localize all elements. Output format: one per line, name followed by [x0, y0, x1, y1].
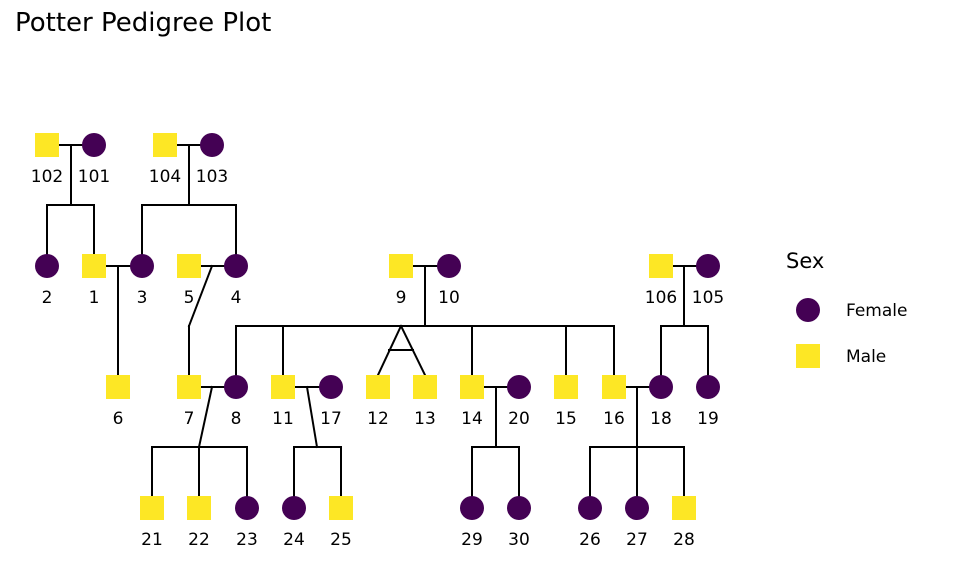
- individual-label-19: 19: [697, 409, 719, 429]
- individual-103-female: [200, 133, 224, 157]
- individual-label-17: 17: [320, 409, 342, 429]
- relation-line: [305, 385, 319, 449]
- relation-line: [187, 264, 214, 328]
- individual-22-male: [187, 496, 211, 520]
- individual-label-3: 3: [137, 288, 148, 308]
- individual-26-female: [578, 496, 602, 520]
- individual-label-4: 4: [231, 288, 242, 308]
- individual-label-1: 1: [89, 288, 100, 308]
- individual-7-male: [177, 375, 201, 399]
- individual-28-male: [672, 496, 696, 520]
- individual-6-male: [106, 375, 130, 399]
- pedigree-lines: [46, 144, 709, 497]
- individual-10-female: [437, 254, 461, 278]
- individual-label-28: 28: [673, 530, 695, 550]
- individual-label-30: 30: [508, 530, 530, 550]
- individual-105-female: [696, 254, 720, 278]
- individual-101-female: [82, 133, 106, 157]
- individual-label-12: 12: [367, 409, 389, 429]
- individual-29-female: [460, 496, 484, 520]
- individual-label-29: 29: [461, 530, 483, 550]
- individual-label-11: 11: [272, 409, 294, 429]
- individual-25-male: [329, 496, 353, 520]
- individual-4-female: [224, 254, 248, 278]
- individual-label-9: 9: [396, 288, 407, 308]
- individual-9-male: [389, 254, 413, 278]
- individual-label-22: 22: [188, 530, 210, 550]
- individual-18-female: [649, 375, 673, 399]
- individual-8-female: [224, 375, 248, 399]
- individual-17-female: [319, 375, 343, 399]
- plot-title: Potter Pedigree Plot: [15, 8, 272, 38]
- individual-30-female: [507, 496, 531, 520]
- individual-label-5: 5: [184, 288, 195, 308]
- legend-label-male: Male: [846, 347, 886, 367]
- individual-106-male: [649, 254, 673, 278]
- individual-label-101: 101: [78, 167, 110, 187]
- individual-label-14: 14: [461, 409, 483, 429]
- individual-21-male: [140, 496, 164, 520]
- legend-key-male: [796, 344, 820, 368]
- individual-label-7: 7: [184, 409, 195, 429]
- individual-3-female: [130, 254, 154, 278]
- individual-label-27: 27: [626, 530, 648, 550]
- individual-label-16: 16: [603, 409, 625, 429]
- relation-line: [197, 385, 214, 449]
- legend-title: Sex: [786, 249, 824, 273]
- individual-2-female: [35, 254, 59, 278]
- individual-label-18: 18: [650, 409, 672, 429]
- individual-label-2: 2: [42, 288, 53, 308]
- individual-27-female: [625, 496, 649, 520]
- individual-1-male: [82, 254, 106, 278]
- legend-key-female: [796, 298, 820, 322]
- individual-19-female: [696, 375, 720, 399]
- individual-label-20: 20: [508, 409, 530, 429]
- individual-label-106: 106: [645, 288, 677, 308]
- individual-label-25: 25: [330, 530, 352, 550]
- legend-label-female: Female: [846, 301, 907, 321]
- individual-label-6: 6: [113, 409, 124, 429]
- individual-24-female: [282, 496, 306, 520]
- individual-23-female: [235, 496, 259, 520]
- individual-102-male: [35, 133, 59, 157]
- individual-label-102: 102: [31, 167, 63, 187]
- individual-label-21: 21: [141, 530, 163, 550]
- individual-label-10: 10: [438, 288, 460, 308]
- individual-label-8: 8: [231, 409, 242, 429]
- individual-11-male: [271, 375, 295, 399]
- individual-16-male: [602, 375, 626, 399]
- individual-104-male: [153, 133, 177, 157]
- individual-20-female: [507, 375, 531, 399]
- individual-5-male: [177, 254, 201, 278]
- individual-label-104: 104: [149, 167, 181, 187]
- individual-12-male: [366, 375, 390, 399]
- individual-label-13: 13: [414, 409, 436, 429]
- individual-label-105: 105: [692, 288, 724, 308]
- individual-label-103: 103: [196, 167, 228, 187]
- individual-14-male: [460, 375, 484, 399]
- legend: Sex Female Male: [786, 249, 907, 368]
- individual-label-23: 23: [236, 530, 258, 550]
- individual-13-male: [413, 375, 437, 399]
- individual-15-male: [554, 375, 578, 399]
- individual-label-26: 26: [579, 530, 601, 550]
- individual-label-24: 24: [283, 530, 305, 550]
- individual-label-15: 15: [555, 409, 577, 429]
